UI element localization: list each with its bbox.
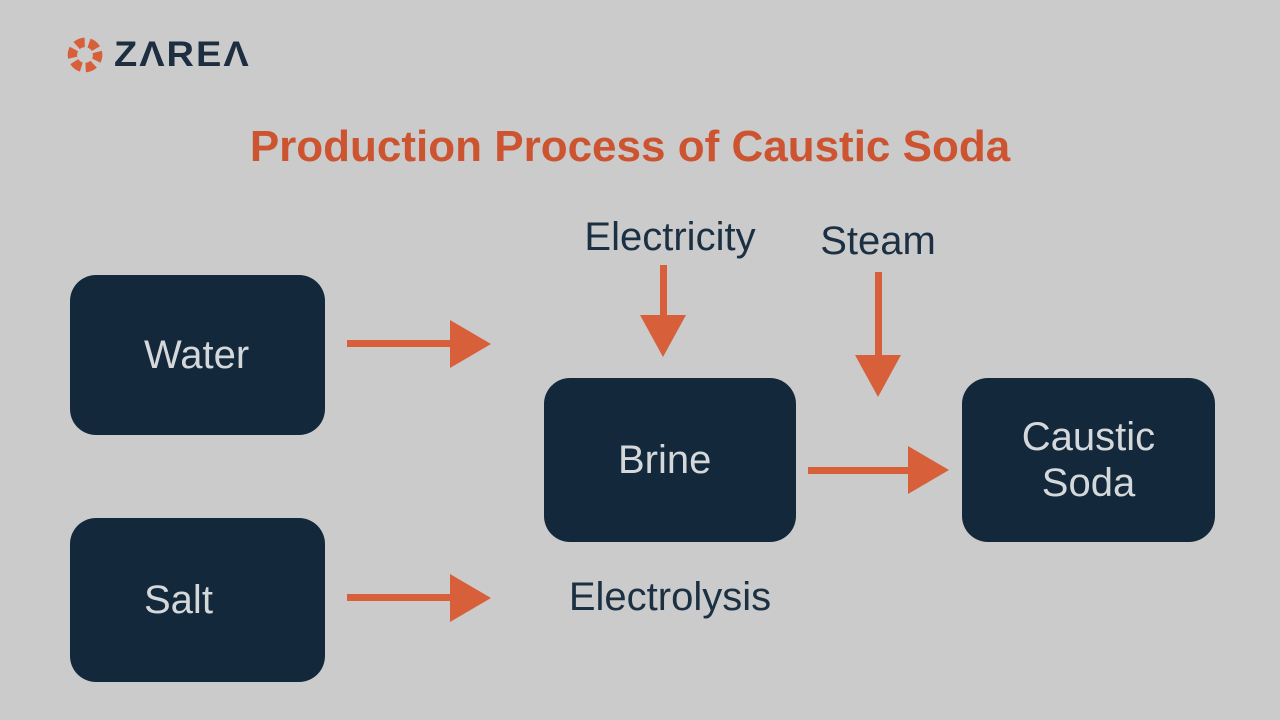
- arrow-head-down-icon: [640, 315, 686, 357]
- arrow-shaft: [808, 467, 909, 474]
- node-caustic-soda-label: Caustic Soda: [1021, 415, 1156, 505]
- node-brine: Brine: [544, 378, 796, 542]
- node-salt-label: Salt: [144, 577, 213, 622]
- page-title: Production Process of Caustic Soda: [249, 122, 1011, 171]
- arrow-head-right-icon: [450, 574, 491, 622]
- zarea-logo: ZΛREΛ: [64, 34, 251, 76]
- node-water-label: Water: [144, 332, 250, 377]
- arrow-shaft: [875, 272, 882, 356]
- label-steam: Steam: [820, 219, 936, 263]
- arrow-head-right-icon: [908, 446, 949, 494]
- arrow-shaft: [660, 265, 667, 316]
- arrow-shaft: [347, 340, 451, 347]
- label-electrolysis: Electrolysis: [568, 575, 772, 619]
- arrow-head-right-icon: [450, 320, 491, 368]
- label-electricity: Electricity: [584, 215, 756, 259]
- node-salt: Salt: [70, 518, 325, 682]
- arrow-shaft: [347, 594, 451, 601]
- node-water: Water: [70, 275, 325, 435]
- node-brine-label: Brine: [618, 437, 712, 482]
- arrow-head-down-icon: [855, 355, 901, 397]
- node-caustic-soda: Caustic Soda: [962, 378, 1215, 542]
- logo-wordmark: ZΛREΛ: [114, 35, 251, 75]
- zarea-swirl-icon: [64, 34, 106, 76]
